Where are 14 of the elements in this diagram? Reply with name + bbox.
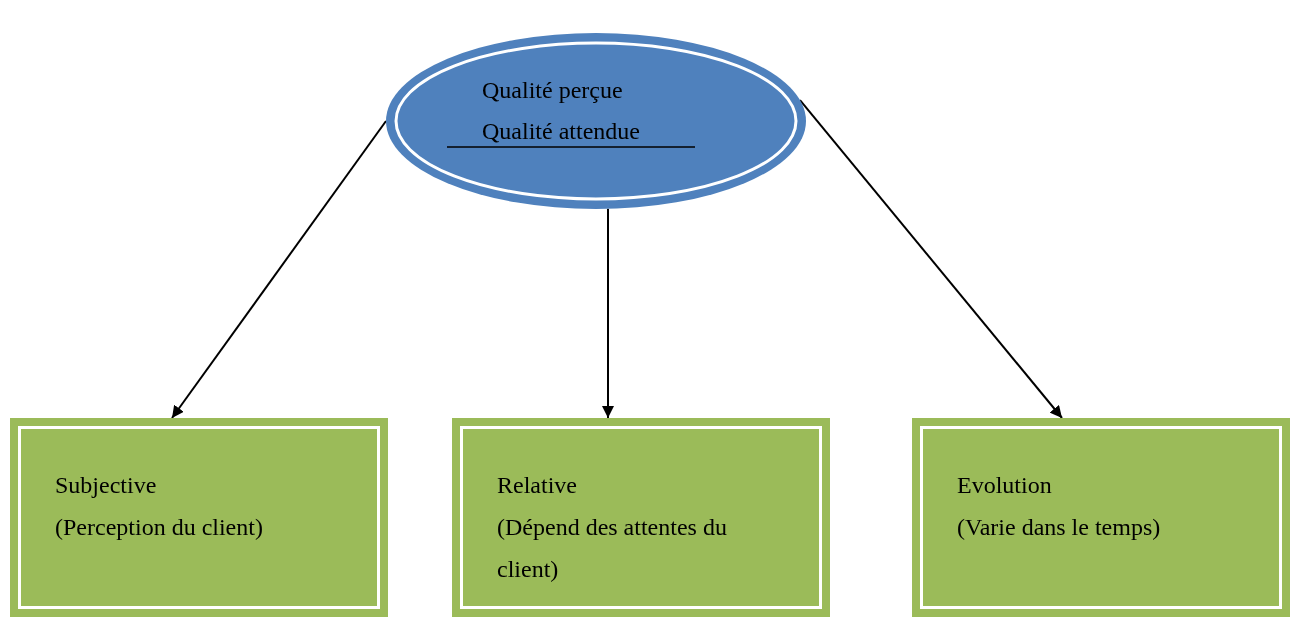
box-heading: Subjective bbox=[55, 471, 157, 500]
arrow bbox=[171, 120, 387, 419]
box-heading: Relative bbox=[497, 471, 577, 500]
process-box bbox=[452, 418, 830, 617]
arrow bbox=[799, 99, 1063, 419]
box-description: (Perception du client) bbox=[55, 513, 263, 542]
process-box bbox=[10, 418, 388, 617]
process-box bbox=[912, 418, 1290, 617]
denominator-text: Qualité attendue bbox=[482, 117, 640, 145]
numerator-text: Qualité perçue bbox=[482, 76, 623, 104]
box-description: (Varie dans le temps) bbox=[957, 513, 1161, 542]
box-description: (Dépend des attentes du client) bbox=[497, 513, 728, 584]
box-heading: Evolution bbox=[957, 471, 1052, 500]
arrow bbox=[602, 207, 614, 419]
